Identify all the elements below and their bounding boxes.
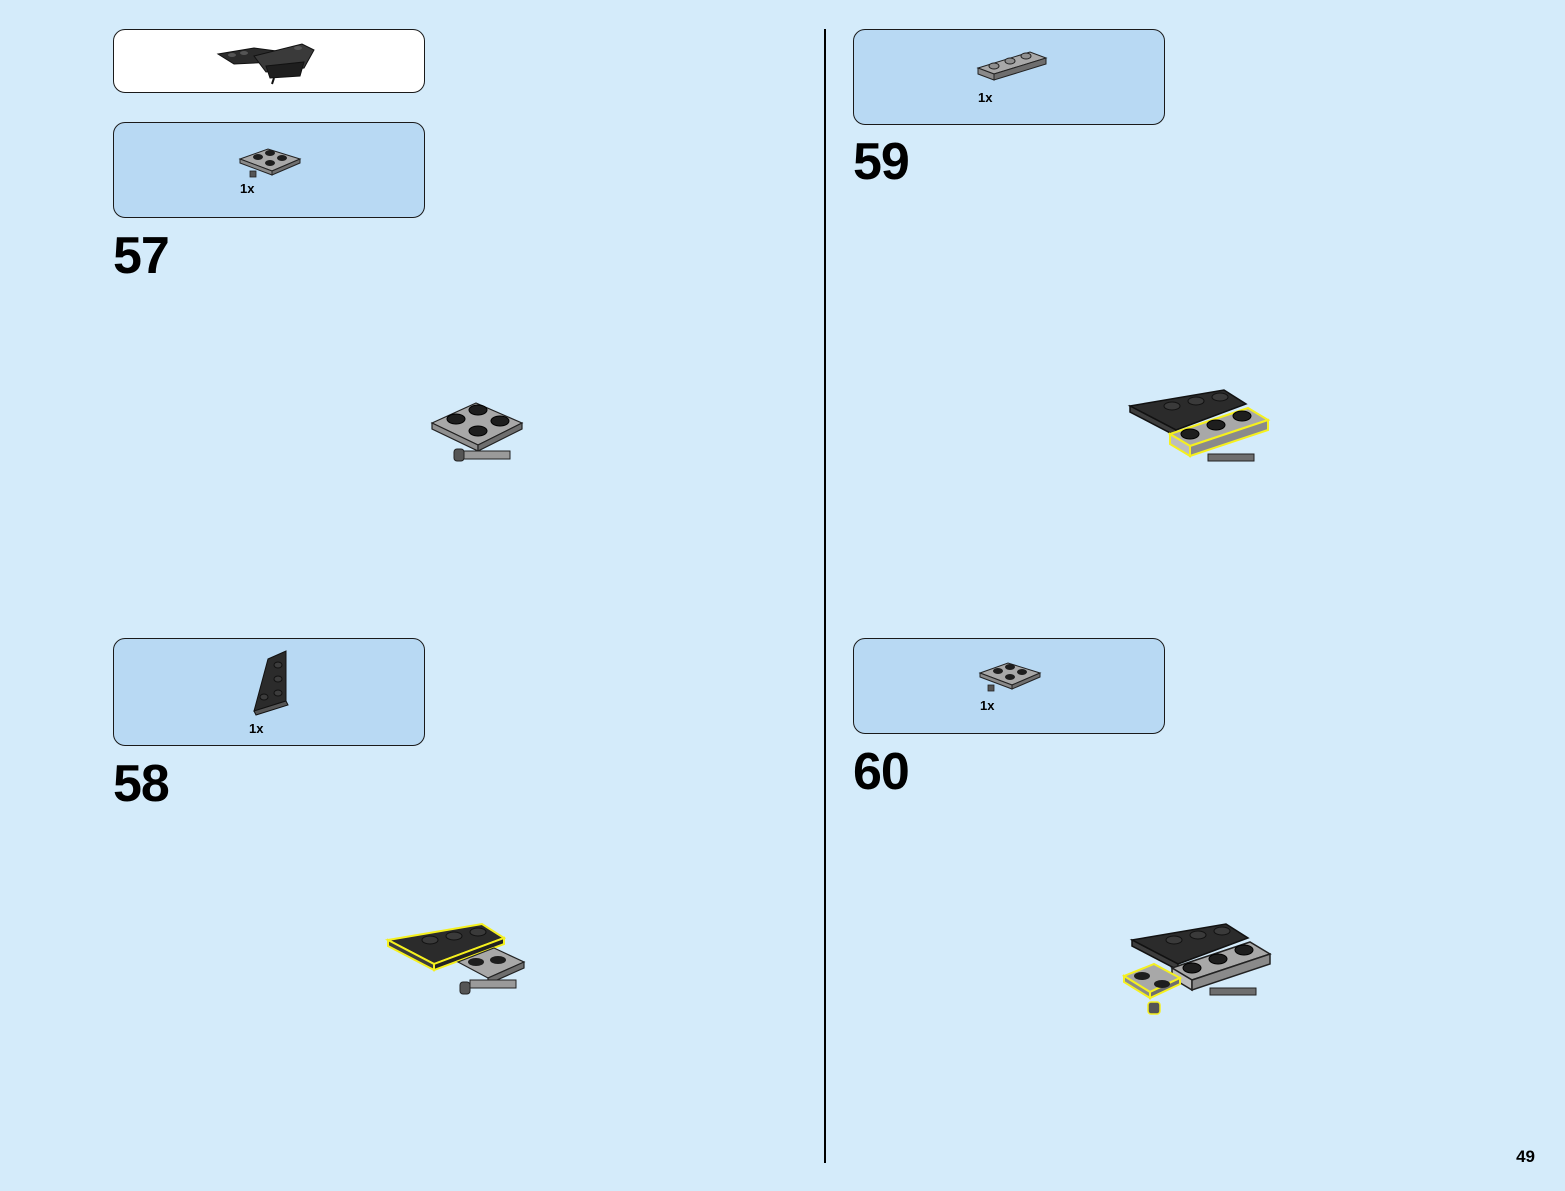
step-number: 58 bbox=[113, 755, 170, 813]
step-number: 59 bbox=[853, 133, 910, 191]
plate-2x2-bracket-icon bbox=[978, 662, 1042, 692]
part-quantity: 1x bbox=[249, 721, 264, 736]
page-divider bbox=[824, 29, 826, 1163]
wing-subassembly-icon bbox=[216, 43, 315, 85]
plate-1x3-icon bbox=[976, 51, 1048, 81]
step-60-assembly-icon bbox=[1121, 923, 1272, 1015]
parts-list-step-57: 1x bbox=[113, 122, 425, 218]
step-57-assembly-icon bbox=[430, 402, 524, 462]
parts-list-step-58: 1x bbox=[113, 638, 425, 746]
step-59-assembly-icon bbox=[1127, 389, 1271, 462]
part-quantity: 1x bbox=[980, 698, 995, 713]
parts-list-step-60: 1x bbox=[853, 638, 1165, 734]
part-quantity: 1x bbox=[978, 90, 993, 105]
plate-2x2-bracket-icon bbox=[238, 148, 302, 178]
step-number: 57 bbox=[113, 227, 170, 285]
step-number: 60 bbox=[853, 743, 910, 801]
parts-list-step-59: 1x bbox=[853, 29, 1165, 125]
wedge-plate-left-icon bbox=[253, 650, 289, 716]
page-number: 49 bbox=[1516, 1147, 1535, 1166]
subassembly-callout bbox=[113, 29, 425, 93]
step-58-assembly-icon bbox=[384, 922, 526, 995]
part-quantity: 1x bbox=[240, 181, 255, 196]
